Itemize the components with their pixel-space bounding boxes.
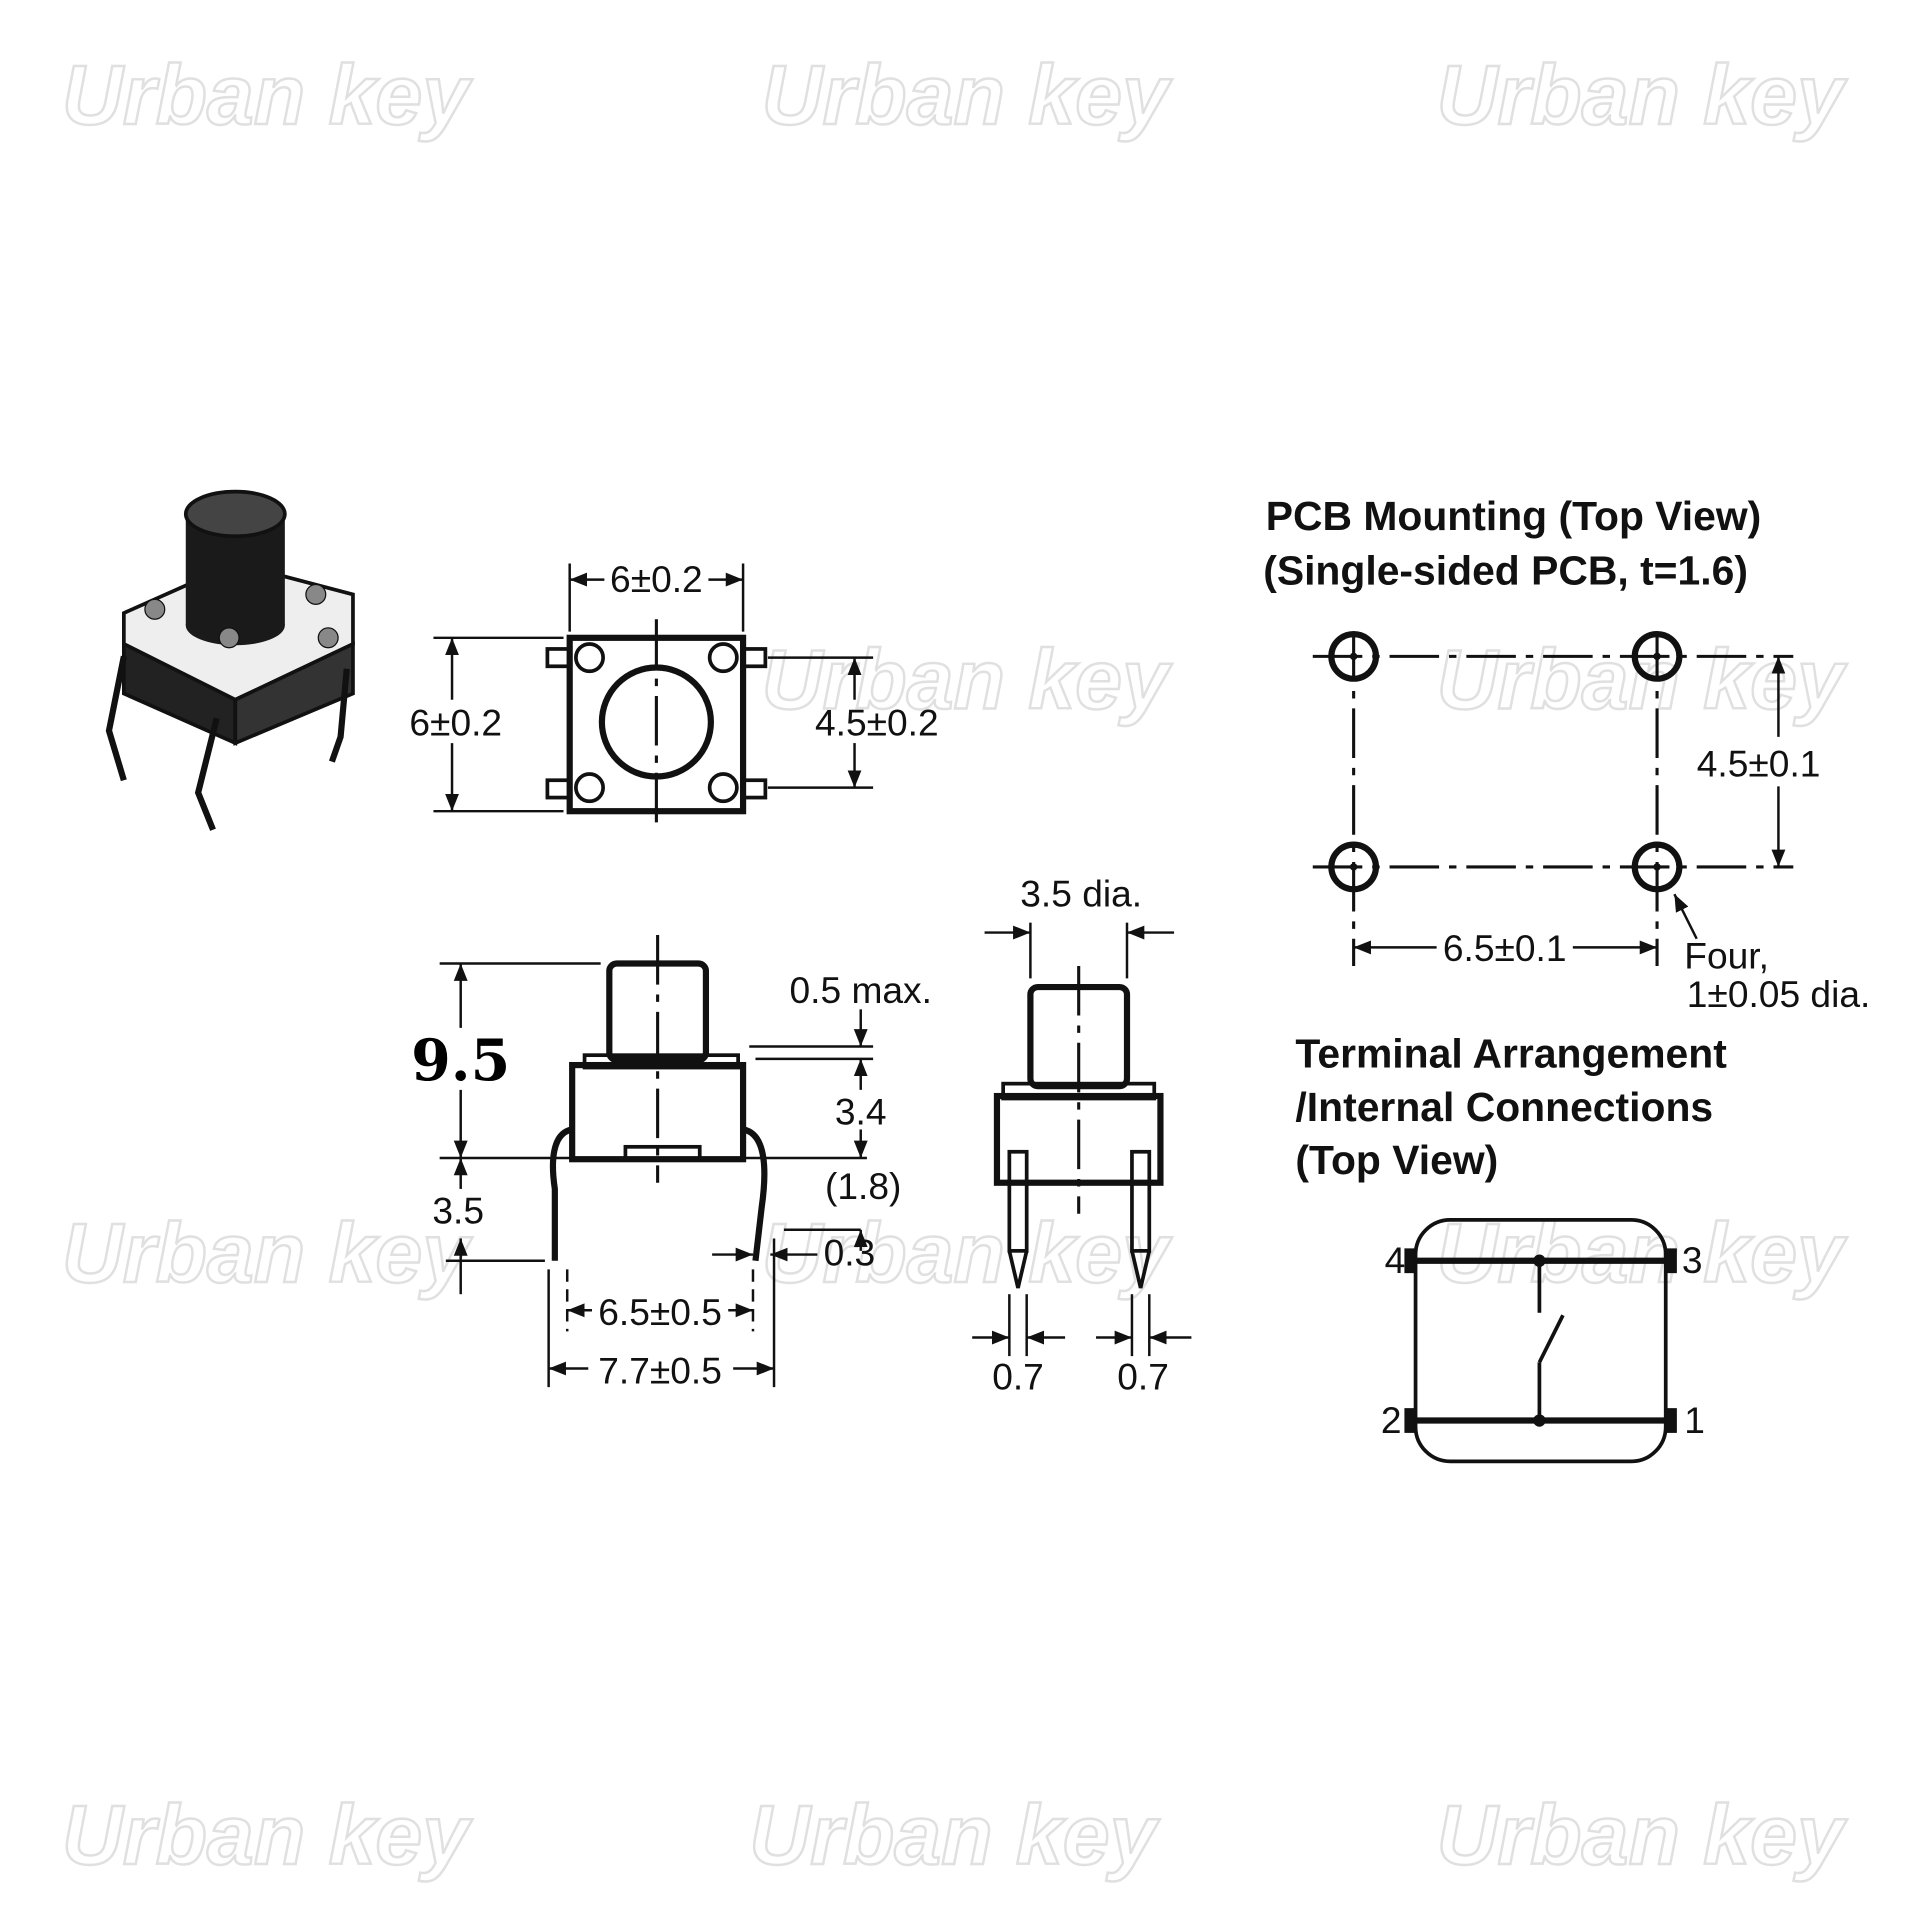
watermarks: Urban key Urban key Urban key Urban key … [61,47,1849,1884]
watermark: Urban key [62,1788,473,1882]
pin-spacing-dim: 6.5±0.5 [598,1291,722,1333]
watermark: Urban key [1437,1788,1848,1882]
pin-label-1: 1 [1684,1399,1705,1441]
terminal-title-line2: /Internal Connections [1295,1084,1713,1130]
front-view: 3.5 dia. 0.7 0.7 [972,873,1192,1398]
watermark: Urban key [1437,48,1848,142]
pcb-mounting-view: PCB Mounting (Top View) (Single-sided PC… [1263,493,1870,1015]
top-width-dim: 6±0.2 [610,558,703,600]
pin-length-dim: 3.5 [432,1190,484,1232]
body-height-dim: 3.4 [835,1091,887,1133]
pcb-horizontal-dim: 6.5±0.1 [1443,927,1567,969]
top-view: 6±0.2 6±0.2 4.5±0.2 [409,558,939,830]
watermark: Urban key [762,632,1173,726]
hole-note-line1: Four, [1684,934,1769,976]
top-height-dim: 6±0.2 [409,702,502,744]
pin-label-4: 4 [1385,1239,1406,1281]
terminal-arrangement: Terminal Arrangement /Internal Connectio… [1295,1031,1727,1464]
pcb-vertical-dim: 4.5±0.1 [1697,743,1821,785]
hole-note-line2: 1±0.05 dia. [1687,973,1871,1015]
watermark: Urban key [762,1206,1173,1300]
watermark: Urban key [62,48,473,142]
pin-width-left-dim: 0.7 [992,1356,1044,1398]
watermark: Urban key [1437,632,1848,726]
terminal-title-line3: (Top View) [1295,1137,1498,1183]
side-view: 9.5 3.5 0.5 max. 3.4 (1.8) 0.3 6.5±0.5 7… [411,935,932,1391]
outer-width-dim: 7.7±0.5 [598,1349,722,1391]
pin-thickness-dim: 0.3 [824,1232,876,1274]
pin-standoff-dim: (1.8) [825,1165,901,1207]
switch-3d-illustration [105,489,355,831]
pin-label-2: 2 [1381,1399,1402,1441]
watermark: Urban key [749,1788,1160,1882]
pin-label-3: 3 [1682,1239,1703,1281]
total-height-dim: 9.5 [411,1028,510,1094]
stem-clearance-dim: 0.5 max. [790,969,932,1011]
pcb-title-line1: PCB Mounting (Top View) [1266,493,1762,539]
pcb-title-line2: (Single-sided PCB, t=1.6) [1263,548,1748,594]
top-pin-pitch-dim: 4.5±0.2 [815,702,939,744]
pin-width-right-dim: 0.7 [1117,1356,1169,1398]
watermark: Urban key [62,1206,473,1300]
watermark: Urban key [762,48,1173,142]
terminal-title-line1: Terminal Arrangement [1295,1031,1727,1077]
stem-diameter-dim: 3.5 dia. [1020,873,1142,915]
